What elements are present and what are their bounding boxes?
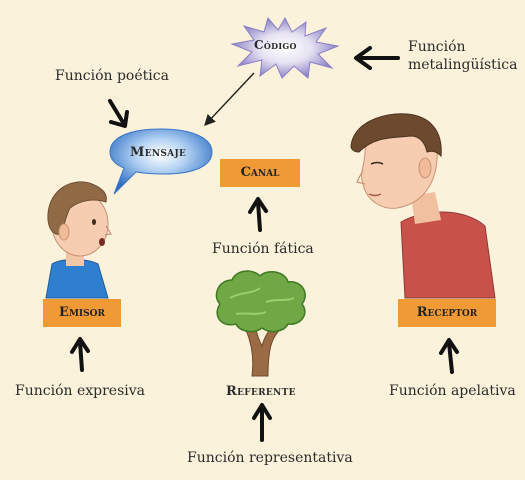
poetica-label: Función poética (55, 68, 169, 84)
mensaje-label: Mensaje (130, 145, 187, 160)
referente-label: Referente (226, 384, 296, 399)
expresiva-arrow-icon (70, 337, 90, 372)
mensaje-bubble (109, 128, 213, 195)
representativa-label: Función representativa (187, 450, 353, 466)
apelativa-label: Función apelativa (389, 383, 516, 399)
codigo-to-mensaje-arrow (204, 72, 255, 127)
codigo-label: Código (254, 38, 297, 52)
metalinguistica-arrow-icon (354, 46, 400, 70)
receptor-figure (350, 113, 496, 299)
poetica-arrow-icon (108, 99, 129, 128)
codigo-burst (230, 16, 340, 79)
apelativa-arrow-icon (439, 338, 459, 374)
fatica-arrow-icon (248, 197, 268, 232)
fatica-label: Función fática (212, 241, 314, 257)
expresiva-label: Función expresiva (15, 383, 145, 399)
representativa-arrow-icon (252, 403, 272, 442)
emisor-figure (45, 181, 112, 299)
emisor-box: Emisor (43, 299, 121, 327)
canal-box: Canal (220, 159, 300, 187)
receptor-box: Receptor (398, 299, 496, 327)
metalinguistica-label-line2: metalingüística (408, 57, 518, 73)
metalinguistica-label-line1: Función (408, 39, 466, 55)
tree-icon (215, 270, 306, 377)
